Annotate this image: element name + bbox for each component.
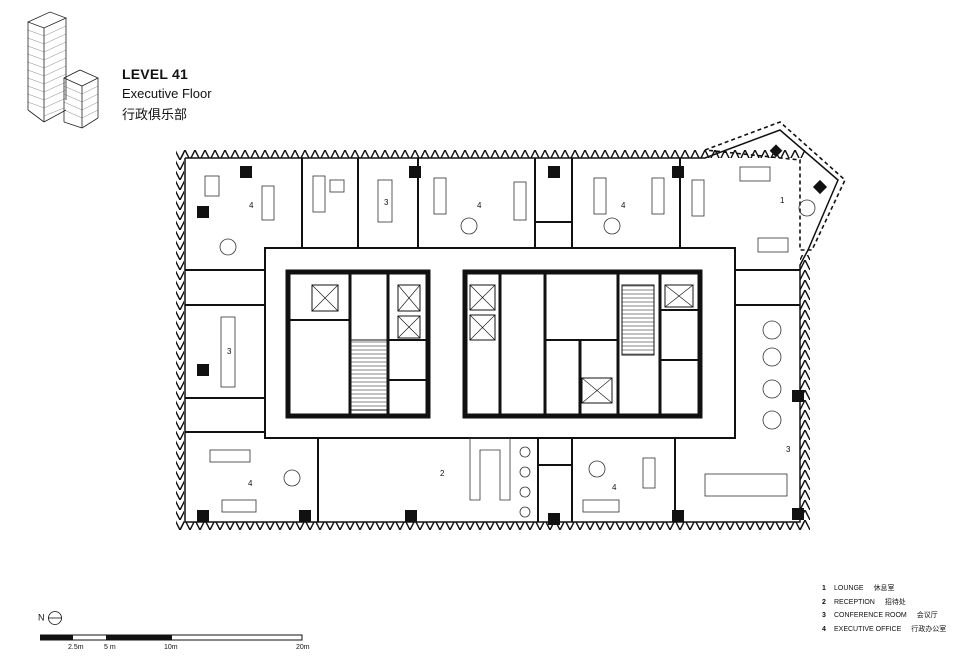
north-arrow-icon [48,611,63,625]
scale-label: 10m [164,644,178,651]
room-label-lounge: 1 [780,196,785,205]
plan-subtitle: Executive Floor [122,86,212,101]
room-numbers: 1 2 3 3 3 4 4 4 4 4 [227,196,791,492]
room-label-conference: 3 [786,445,791,454]
furniture [204,166,816,518]
room-label-conference: 3 [227,347,232,356]
room-label-office: 4 [249,201,254,210]
room-label-office: 4 [621,201,626,210]
outer-wall [184,129,839,523]
scale-bar: 2.5m 5 m 10m 20m [39,632,310,662]
north-label: N [38,612,45,623]
partition-walls [185,158,800,522]
room-label-reception: 2 [440,469,445,478]
scale-label: 2.5m [68,644,84,651]
facade [176,121,846,530]
scale-label: 5 m [104,644,116,651]
north-arrow: N [38,610,63,626]
building-core [285,269,703,419]
room-label-office: 4 [248,479,253,488]
scale-label: 20m [296,644,310,651]
plan-title: LEVEL 41 [122,66,188,82]
tower-massing-icon [26,11,99,129]
room-label-conference: 3 [384,198,389,207]
room-label-office: 4 [477,201,482,210]
columns [197,144,828,525]
room-label-office: 4 [612,483,617,492]
plan-subtitle-chinese: 行政俱乐部 [122,107,188,122]
